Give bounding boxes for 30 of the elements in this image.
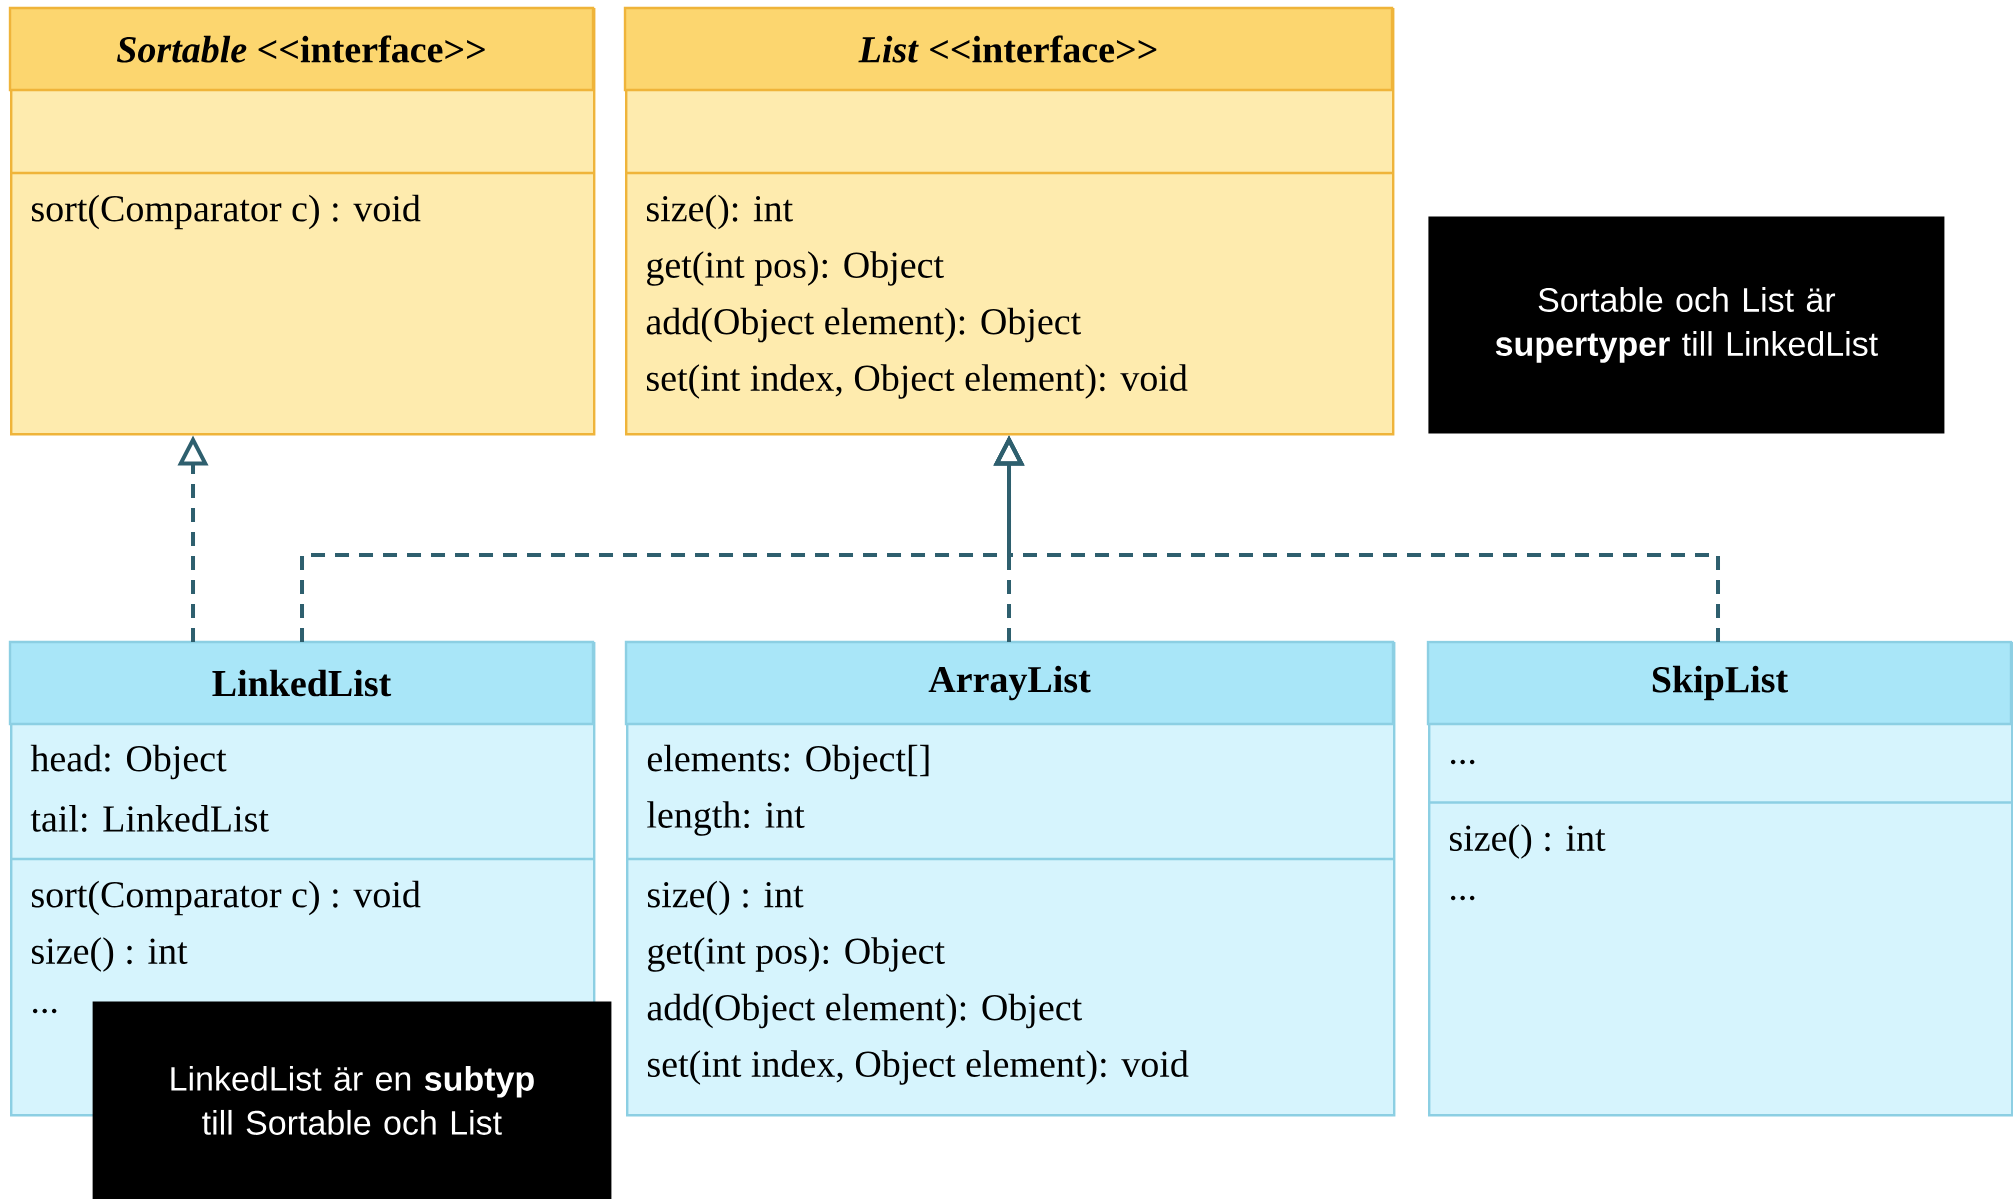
class-box <box>1426 640 2013 1117</box>
attribute-text: ... <box>1450 759 1475 765</box>
method-text: size() : int <box>1450 824 1606 859</box>
method-text: size() : int <box>648 880 804 916</box>
class-name: Sortable <<interface>> <box>116 35 485 63</box>
method-text: ... <box>1450 895 1475 901</box>
class-box <box>623 6 1395 436</box>
method-text: set(int index, Object element): void <box>647 364 1188 399</box>
method-text: sort(Comparator c) : void <box>32 194 421 230</box>
method-text: size() : int <box>32 937 188 972</box>
class-box <box>624 640 1396 1117</box>
note-box: Sortable och List är supertyper till LinkedList <box>1428 216 1945 434</box>
method-text: add(Object element): Object <box>646 307 1081 343</box>
method-text: get(int pos): Object <box>648 937 945 972</box>
attribute-text: elements: Object[] <box>647 744 929 780</box>
method-text: sort(Comparator c) : void <box>32 880 421 916</box>
method-text: get(int pos): Object <box>647 251 944 286</box>
attribute-text: head: Object <box>30 744 227 780</box>
class-name: SkipList <box>1652 665 1788 701</box>
method-text: size(): int <box>647 194 793 230</box>
method-text: add(Object element): Object <box>647 993 1082 1029</box>
class-name: LinkedList <box>212 669 392 697</box>
attribute-text: length: int <box>647 801 805 836</box>
class-name: ArrayList <box>928 665 1091 701</box>
method-text: ... <box>32 1008 57 1014</box>
method-text: set(int index, Object element): void <box>648 1050 1189 1085</box>
class-name: List <<interface>> <box>858 35 1157 63</box>
note-box: LinkedList är en subtyp till Sortable och List <box>92 1001 612 1199</box>
attribute-text: tail: LinkedList <box>30 805 269 832</box>
class-box <box>8 6 596 436</box>
